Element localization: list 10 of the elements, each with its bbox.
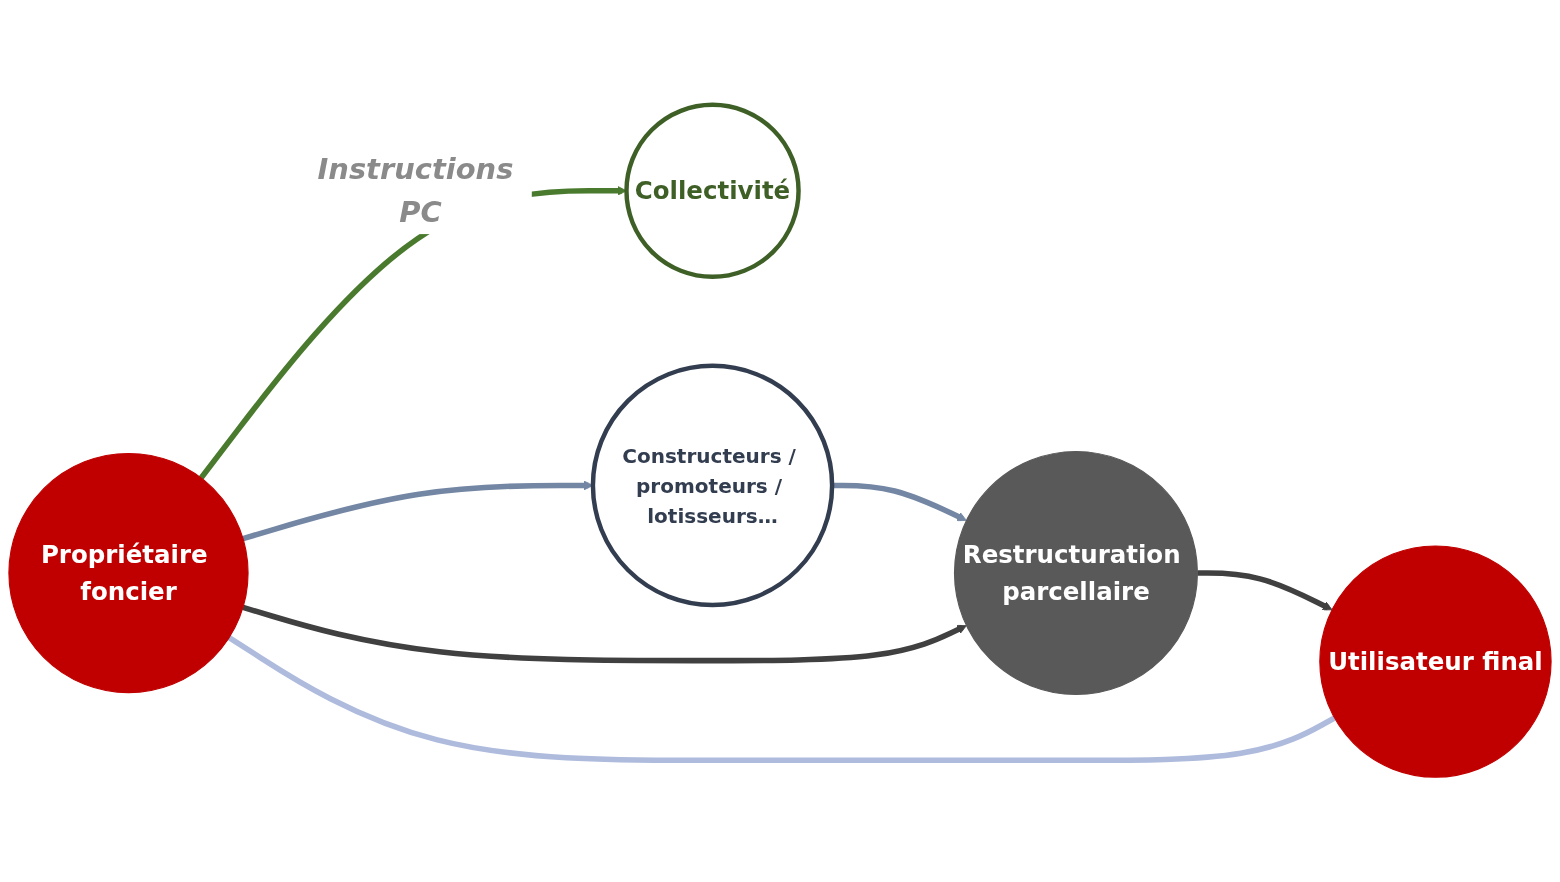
node-circle: Constructeurs / promoteurs / lotisseurs…: [590, 363, 835, 608]
edge-label: Instructions PC: [317, 151, 514, 229]
arrow: [832, 482, 967, 522]
node-circle: Restructuration parcellaire: [953, 451, 1198, 696]
node-circle: Utilisateur final: [1319, 545, 1552, 778]
node-circle: Propriétaire foncier: [8, 452, 249, 694]
connector: [227, 635, 1336, 764]
arrow: [242, 604, 967, 664]
arrow: [1197, 570, 1333, 611]
node-circle: Collectivité: [624, 102, 801, 280]
